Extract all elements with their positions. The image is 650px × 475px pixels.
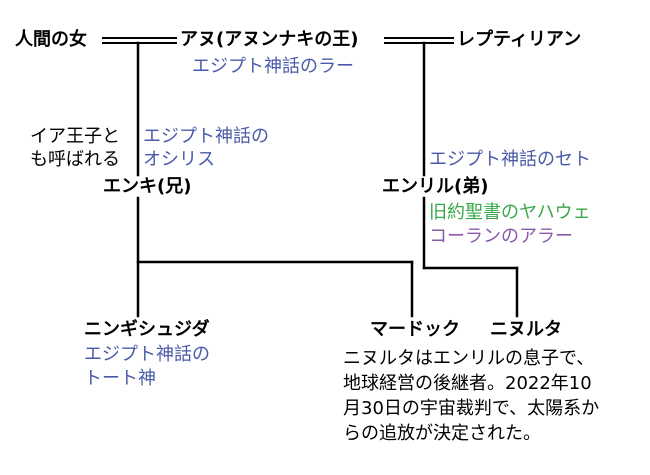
note-ningishzida-egypt-line1: エジプト神話の — [84, 344, 210, 365]
caption-line1: ニヌルタはエンリルの息子で、 — [343, 348, 595, 369]
note-ningishzida-egypt-line2: トート神 — [84, 368, 156, 389]
note-enki-egypt-line2: オシリス — [143, 149, 215, 170]
person-enki: エンキ(兄) — [103, 176, 192, 197]
note-enki-egypt-line1: エジプト神話の — [143, 126, 269, 147]
caption-line4: らの追放が決定された。 — [343, 423, 541, 444]
person-human-woman: 人間の女 — [15, 29, 87, 50]
note-enki-alias-line1: イア王子と — [30, 126, 120, 147]
note-enki-alias-line2: も呼ばれる — [30, 149, 120, 170]
caption-line3: 月30日の宇宙裁判で、太陽系か — [343, 398, 600, 419]
caption-line2: 地球経営の後継者。2022年10 — [343, 373, 592, 394]
person-ninurta: ニヌルタ — [490, 319, 562, 340]
person-enlil: エンリル(弟) — [382, 176, 489, 197]
person-anu: アヌ(アヌンナキの王) — [180, 29, 359, 50]
note-enlil-egypt: エジプト神話のセト — [429, 149, 591, 170]
person-marduk: マードック — [370, 319, 460, 340]
person-ningishzida: ニンギシュジダ — [84, 319, 210, 340]
note-enlil-bible: 旧約聖書のヤハウェ — [429, 202, 591, 223]
person-reptilian: レプティリアン — [457, 29, 582, 50]
note-enlil-quran: コーランのアラー — [429, 226, 573, 247]
note-anu-egypt: エジプト神話のラー — [192, 56, 354, 77]
